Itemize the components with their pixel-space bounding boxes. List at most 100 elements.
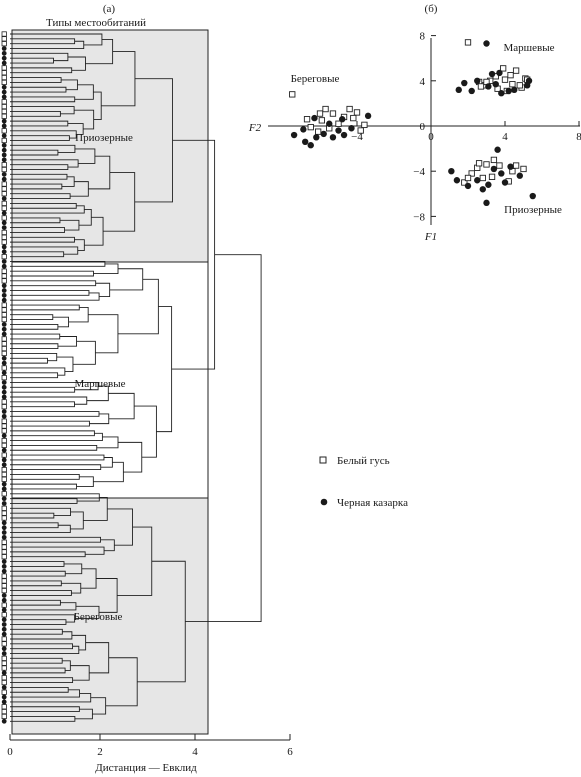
leaf-filled-circle — [1, 142, 7, 148]
leaf-open-square — [1, 588, 7, 594]
point-brant — [307, 142, 314, 149]
leaf-filled-circle — [1, 622, 7, 627]
dendro-link — [10, 396, 88, 405]
leaf-open-square — [1, 375, 7, 381]
point-white-goose — [509, 81, 516, 88]
point-brant — [464, 182, 472, 190]
dendro-tick-0: 0 — [7, 746, 13, 758]
leaf-open-square — [1, 404, 7, 410]
point-brant — [290, 131, 298, 139]
leaf-open-square — [1, 418, 7, 424]
leaf-filled-circle — [1, 389, 7, 395]
leaf-open-square — [1, 181, 7, 187]
dendro-link — [105, 657, 138, 707]
point-brant — [364, 112, 372, 120]
point-brant — [340, 131, 348, 139]
scatter-y-tick-label: 4 — [420, 76, 426, 88]
dendro-link — [10, 33, 103, 46]
dendro-link — [10, 343, 59, 350]
leaf-filled-circle — [1, 409, 7, 414]
scatter-y-tick-label: −4 — [413, 166, 425, 178]
leaf-filled-circle — [1, 89, 7, 95]
leaf-filled-circle — [1, 370, 7, 376]
leaf-filled-circle — [1, 447, 7, 453]
leaf-open-square — [1, 31, 7, 37]
point-white-goose — [303, 116, 311, 123]
point-brant — [488, 70, 496, 78]
leaf-filled-circle — [1, 147, 7, 153]
dendro-link — [10, 173, 68, 180]
leaf-filled-circle — [1, 46, 7, 51]
dendrogram-title: Типы местообитаний — [46, 17, 146, 29]
leaf-filled-circle — [1, 210, 7, 216]
legend-marker-filled-circle — [320, 498, 328, 506]
dendro-tick-6: 6 — [287, 746, 293, 758]
leaf-open-square — [1, 99, 7, 105]
leaf-open-square — [1, 162, 7, 168]
leaf-open-square — [1, 573, 7, 579]
legend-marker-open-square — [319, 456, 327, 464]
dendro-link — [67, 56, 86, 71]
dendro-link — [10, 290, 90, 296]
point-white-goose — [490, 156, 498, 164]
leaf-filled-circle — [1, 394, 7, 400]
cluster-label-beregovye: Береговые — [74, 611, 123, 623]
leaf-filled-circle — [1, 380, 7, 385]
leaf-filled-circle — [1, 462, 7, 468]
leaf-open-square — [1, 399, 7, 405]
leaf-filled-circle — [1, 651, 7, 656]
point-brant — [485, 181, 492, 188]
point-white-goose — [512, 67, 520, 74]
point-brant — [483, 40, 490, 47]
dendro-link — [100, 539, 115, 552]
point-white-goose — [318, 117, 325, 124]
leaf-open-square — [1, 108, 7, 115]
scatter-annotation-priozernye: Приозерные — [504, 204, 562, 216]
leaf-open-square — [1, 341, 7, 347]
leaf-filled-circle — [1, 481, 7, 487]
leaf-filled-circle — [1, 55, 7, 61]
leaf-filled-circle — [1, 501, 7, 506]
leaf-filled-circle — [1, 123, 7, 129]
dendro-link — [85, 38, 114, 65]
leaf-open-square — [1, 549, 7, 555]
leaf-open-square — [1, 423, 7, 429]
panel-a-label: (а) — [103, 3, 116, 15]
scatter-x-tick-label: 4 — [502, 131, 508, 143]
point-white-goose — [496, 162, 503, 169]
point-brant — [326, 120, 333, 127]
leaf-filled-circle — [1, 84, 7, 90]
point-brant — [311, 114, 318, 122]
leaf-open-square — [1, 191, 7, 197]
dendro-link — [10, 110, 61, 117]
point-brant — [479, 186, 486, 193]
point-white-goose — [289, 91, 296, 98]
leaf-open-square — [1, 713, 7, 720]
dendro-link — [10, 602, 77, 611]
point-white-goose — [520, 165, 527, 173]
dendro-link — [10, 270, 94, 277]
dendro-tick-2: 2 — [97, 746, 103, 758]
dendro-link — [10, 304, 80, 311]
point-brant — [302, 138, 309, 146]
point-white-goose — [322, 105, 329, 113]
leaf-open-square — [1, 442, 7, 449]
leaf-open-square — [1, 544, 7, 550]
legend-label-brant: Черная казарка — [337, 497, 408, 509]
point-brant — [485, 83, 492, 90]
dendro-link — [61, 582, 82, 594]
point-white-goose — [307, 123, 314, 131]
legend-label-white-goose: Белый гусь — [337, 455, 390, 467]
point-white-goose — [483, 161, 490, 168]
dendro-link — [10, 677, 74, 684]
cluster-label-marshevye: Маршевые — [75, 378, 126, 390]
point-brant — [483, 199, 490, 207]
leaf-open-square — [1, 239, 7, 245]
leaf-filled-circle — [1, 626, 7, 632]
leaf-open-square — [1, 583, 7, 589]
leaf-filled-circle — [1, 176, 7, 182]
dendro-link — [134, 78, 173, 203]
leaf-open-square — [1, 578, 7, 584]
leaf-open-square — [1, 365, 7, 371]
point-white-goose — [477, 83, 485, 90]
